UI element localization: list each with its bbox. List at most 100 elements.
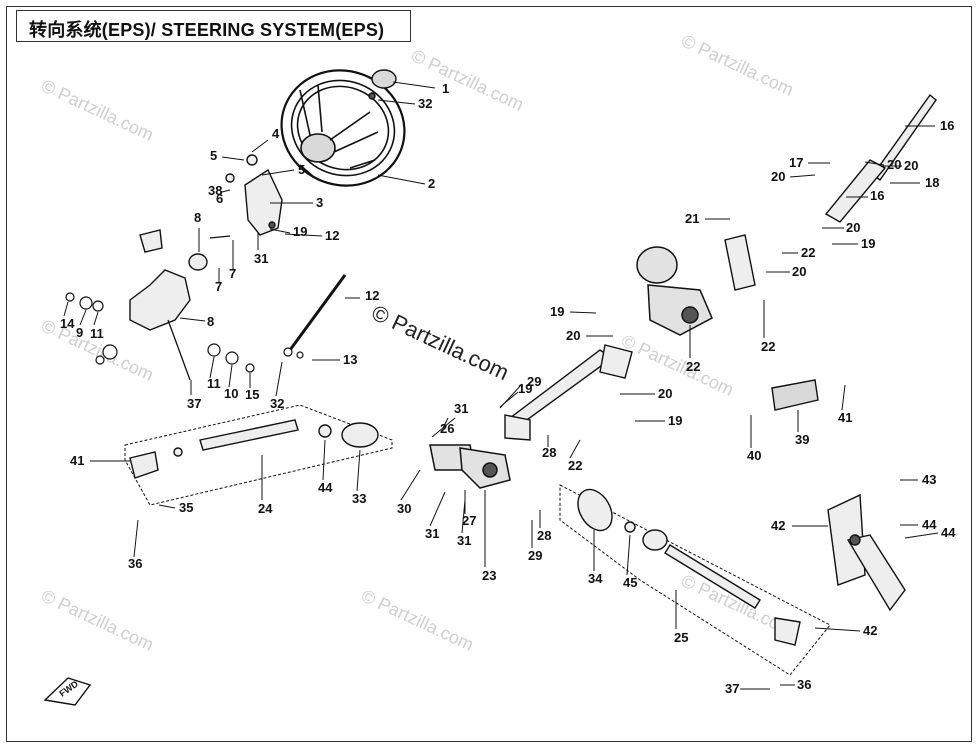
callout-29: 29 — [527, 374, 541, 389]
leader-line — [431, 417, 456, 438]
callout-15: 15 — [245, 387, 259, 402]
callout-5: 5 — [298, 162, 305, 177]
leader-line — [179, 317, 206, 322]
callout-11: 11 — [90, 326, 104, 341]
callout-12: 12 — [325, 228, 339, 243]
leader-line — [275, 361, 283, 397]
callout-20: 20 — [846, 220, 860, 235]
callout-38: 38 — [208, 183, 222, 198]
leader-line — [209, 356, 215, 379]
callout-26: 26 — [440, 421, 454, 436]
callout-8: 8 — [207, 314, 214, 329]
callout-45: 45 — [623, 575, 637, 590]
leader-line — [789, 174, 816, 178]
callout-34: 34 — [588, 571, 603, 586]
callout-42: 42 — [863, 623, 877, 638]
rods — [167, 235, 347, 381]
callout-6: 6 — [216, 191, 223, 206]
leader-line — [221, 156, 245, 161]
watermark-1: © Partzilla.com — [678, 30, 796, 99]
callout-36: 36 — [797, 677, 811, 692]
callout-41: 41 — [70, 453, 84, 468]
page-title: 转向系统(EPS)/ STEERING SYSTEM(EPS) — [29, 20, 385, 40]
leader-line — [461, 499, 466, 534]
callout-32: 32 — [270, 396, 284, 411]
leader-line — [377, 174, 426, 185]
callout-44: 44 — [941, 525, 956, 540]
callout-16: 16 — [870, 188, 884, 203]
title-box: 转向系统(EPS)/ STEERING SYSTEM(EPS) — [16, 10, 411, 42]
watermark-5: © Partzilla.com — [38, 585, 156, 654]
leader-line — [228, 364, 233, 388]
intermediate-shaft — [504, 344, 633, 441]
leader-line — [841, 384, 846, 411]
callout-13: 13 — [343, 352, 357, 367]
callout-8: 8 — [194, 210, 201, 225]
leader-line — [251, 139, 269, 153]
leader-line — [221, 189, 231, 193]
callout-7: 7 — [215, 279, 222, 294]
leader-line — [79, 309, 87, 326]
callout-labels: 1234556778891011111212131415161617181919… — [60, 81, 956, 696]
callout-18: 18 — [925, 175, 939, 190]
callout-30: 30 — [397, 501, 411, 516]
callout-20: 20 — [792, 264, 806, 279]
callout-37: 37 — [725, 681, 739, 696]
leader-line — [392, 81, 436, 89]
callout-19: 19 — [550, 304, 564, 319]
callout-42: 42 — [771, 518, 785, 533]
leader-line — [63, 301, 69, 317]
callout-5: 5 — [210, 148, 217, 163]
callout-20: 20 — [904, 158, 918, 173]
callout-43: 43 — [922, 472, 936, 487]
callout-22: 22 — [568, 458, 582, 473]
leader-line — [569, 439, 581, 459]
upper-shaft — [724, 93, 937, 291]
callout-11: 11 — [207, 376, 221, 391]
callout-39: 39 — [795, 432, 809, 447]
callout-29: 29 — [528, 548, 542, 563]
leader-line — [93, 311, 99, 326]
steering-rack — [429, 444, 511, 489]
leader-line — [442, 417, 449, 429]
leader-line — [261, 169, 295, 176]
callout-33: 33 — [352, 491, 366, 506]
leader-line — [269, 228, 291, 234]
callout-27: 27 — [462, 513, 476, 528]
steering-wheel — [280, 69, 406, 187]
callout-1: 1 — [442, 81, 449, 96]
callout-23: 23 — [482, 568, 496, 583]
callout-28: 28 — [542, 445, 556, 460]
leader-line — [356, 449, 361, 492]
callout-19: 19 — [861, 236, 875, 251]
callout-20: 20 — [566, 328, 580, 343]
leader-line — [864, 161, 885, 166]
callout-44: 44 — [318, 480, 333, 495]
accelerator-pedal — [827, 493, 906, 612]
callout-22: 22 — [686, 359, 700, 374]
leader-lines — [63, 81, 939, 690]
right-tierod-box — [559, 484, 831, 676]
callout-21: 21 — [685, 211, 699, 226]
fwd-arrow: FWD — [43, 677, 92, 706]
leader-line — [133, 519, 139, 558]
callout-25: 25 — [674, 630, 688, 645]
leader-line — [322, 439, 326, 481]
callout-31: 31 — [454, 401, 468, 416]
leader-line — [377, 99, 416, 105]
left-tierod-box — [124, 404, 393, 506]
watermark-6: © Partzilla.com — [358, 585, 476, 654]
callout-20: 20 — [887, 157, 901, 172]
leader-line — [158, 504, 176, 509]
callout-28: 28 — [537, 528, 551, 543]
horn-cap — [368, 69, 397, 100]
callout-32: 32 — [418, 96, 432, 111]
watermark-4: © Partzilla.com — [618, 330, 736, 399]
callout-20: 20 — [658, 386, 672, 401]
callout-22: 22 — [801, 245, 815, 260]
callout-37: 37 — [187, 396, 201, 411]
callout-2: 2 — [428, 176, 435, 191]
leader-line — [904, 532, 939, 539]
center-watermark: © Partzilla.com — [368, 300, 513, 385]
